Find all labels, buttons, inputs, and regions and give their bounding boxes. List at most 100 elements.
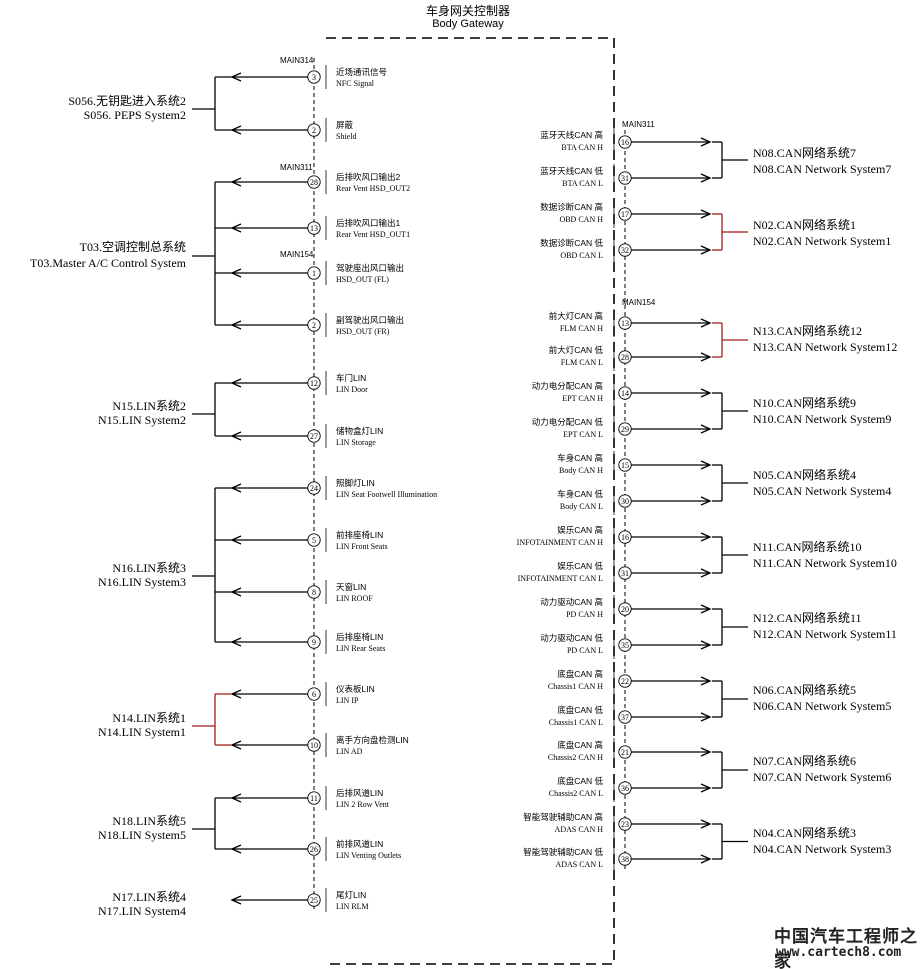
right-pin-5-circle xyxy=(618,350,632,364)
right-system-1-label-cn: N02.CAN网络系统1 xyxy=(753,217,856,232)
connector-main311-right-label: MAIN311 xyxy=(622,120,655,129)
left-system-3-label-cn: N16.LIN系统3 xyxy=(112,561,186,575)
left-pin-12-number: 6 xyxy=(312,690,316,699)
right-pin-7-label-en: EPT CAN L xyxy=(563,430,603,439)
left-pin-1-label-en: Shield xyxy=(336,132,356,141)
right-pin-13-label-en: PD CAN L xyxy=(567,646,603,655)
right-pin-3-arrow xyxy=(700,245,712,255)
left-pin-15-number: 26 xyxy=(310,845,318,854)
right-pin-2-label-en: OBD CAN H xyxy=(559,215,603,224)
connector-main154-right-label: MAIN154 xyxy=(622,298,656,307)
right-pin-14-arrow xyxy=(700,676,712,686)
left-pin-12-circle xyxy=(307,687,321,701)
left-pin-9-circle xyxy=(307,533,321,547)
left-pin-6-label-cn: 车门LIN xyxy=(336,373,366,383)
right-pin-16-arrow xyxy=(700,747,712,757)
left-pin-7-number: 27 xyxy=(310,432,318,441)
right-pin-15-label-cn: 底盘CAN 低 xyxy=(557,705,603,715)
right-pin-0-circle xyxy=(618,135,632,149)
right-pin-10-arrow xyxy=(700,532,712,542)
right-pin-14-number: 22 xyxy=(621,677,629,686)
left-pin-6-circle xyxy=(307,376,321,390)
left-pin-9-number: 5 xyxy=(312,536,316,545)
left-system-6-label-cn: N17.LIN系统4 xyxy=(112,890,186,904)
right-pin-5-label-cn: 前大灯CAN 低 xyxy=(549,345,604,355)
connector-main154-left-label: MAIN154 xyxy=(280,250,314,259)
left-system-1-label-en: T03.Master A/C Control System xyxy=(30,256,187,270)
left-pin-7-circle xyxy=(307,429,321,443)
right-pin-10-circle xyxy=(618,530,632,544)
right-pin-2-circle xyxy=(618,207,632,221)
left-pin-15-circle xyxy=(307,842,321,856)
right-system-3-label-en: N10.CAN Network System9 xyxy=(753,412,891,426)
right-pin-5-number: 28 xyxy=(621,353,629,362)
right-pin-11-label-en: INFOTAINMENT CAN L xyxy=(518,574,604,583)
right-system-0-label-en: N08.CAN Network System7 xyxy=(753,162,891,176)
right-pin-3-label-en: OBD CAN L xyxy=(560,251,603,260)
right-pin-8-label-en: Body CAN H xyxy=(559,466,603,475)
left-pin-14-label-en: LIN 2 Row Vent xyxy=(336,800,390,809)
left-system-0-label-en: S056. PEPS System2 xyxy=(84,108,186,122)
right-pin-18-circle xyxy=(618,817,632,831)
right-system-2-label-en: N13.CAN Network System12 xyxy=(753,340,897,354)
left-pin-3-circle xyxy=(307,221,321,235)
right-system-7-label-cn: N06.CAN网络系统5 xyxy=(753,682,856,697)
left-pin-13-number: 10 xyxy=(310,741,318,750)
left-pin-15-label-en: LIN Venting Outlets xyxy=(336,851,401,860)
left-pin-16-circle xyxy=(307,893,321,907)
left-system-4-label-cn: N14.LIN系统1 xyxy=(112,711,186,725)
connector-main314-label: MAIN314 xyxy=(280,56,314,65)
right-pin-9-label-en: Body CAN L xyxy=(560,502,603,511)
right-pin-4-number: 13 xyxy=(621,319,629,328)
left-pin-16-number: 25 xyxy=(310,896,318,905)
left-pin-5-label-en: HSD_OUT (FR) xyxy=(336,327,390,336)
right-pin-16-number: 21 xyxy=(621,748,629,757)
right-pin-4-label-en: FLM CAN H xyxy=(560,324,603,333)
right-pin-10-label-en: INFOTAINMENT CAN H xyxy=(517,538,604,547)
right-pin-17-circle xyxy=(618,781,632,795)
left-pin-12-label-cn: 仪表板LIN xyxy=(336,684,375,694)
left-pin-6-label-en: LIN Door xyxy=(336,385,368,394)
left-pin-13-label-cn: 离手方向盘检测LIN xyxy=(336,735,409,745)
left-pin-10-circle xyxy=(307,585,321,599)
left-pin-10-number: 8 xyxy=(312,588,316,597)
left-pin-5-label-cn: 副驾驶出风口输出 xyxy=(336,315,404,325)
right-pin-9-label-cn: 车身CAN 低 xyxy=(557,489,603,499)
left-pin-9-label-en: LIN Front Seats xyxy=(336,542,388,551)
left-pin-7-label-en: LIN Storage xyxy=(336,438,376,447)
left-pin-16-label-en: LIN RLM xyxy=(336,902,369,911)
right-pin-14-circle xyxy=(618,674,632,688)
right-pin-15-label-en: Chassis1 CAN L xyxy=(549,718,603,727)
right-pin-17-label-cn: 底盘CAN 低 xyxy=(557,776,603,786)
right-pin-6-label-en: EPT CAN H xyxy=(562,394,603,403)
left-pin-3-label-en: Rear Vent HSD_OUT1 xyxy=(336,230,410,239)
left-pin-0-number: 3 xyxy=(312,73,316,82)
left-pin-3-label-cn: 后排吹风口输出1 xyxy=(336,218,401,228)
right-pin-16-label-en: Chassis2 CAN H xyxy=(548,753,603,762)
right-system-2-label-cn: N13.CAN网络系统12 xyxy=(753,323,862,338)
right-system-0-label-cn: N08.CAN网络系统7 xyxy=(753,145,856,160)
left-pin-2-label-cn: 后排吹风口输出2 xyxy=(336,172,401,182)
left-pin-9-label-cn: 前排座椅LIN xyxy=(336,530,383,540)
right-pin-1-label-cn: 蓝牙天线CAN 低 xyxy=(540,166,603,176)
right-pin-18-label-en: ADAS CAN H xyxy=(555,825,604,834)
right-pin-11-circle xyxy=(618,566,632,580)
left-pin-13-label-en: LIN AD xyxy=(336,747,363,756)
left-pin-11-label-en: LIN Rear Seats xyxy=(336,644,385,653)
left-pin-7-label-cn: 储物盒灯LIN xyxy=(336,426,383,436)
left-system-5-label-cn: N18.LIN系统5 xyxy=(112,814,186,828)
right-pin-15-number: 37 xyxy=(621,713,629,722)
left-pin-10-label-en: LIN ROOF xyxy=(336,594,373,603)
left-pin-14-label-cn: 后排风道LIN xyxy=(336,788,383,798)
left-pin-8-circle xyxy=(307,481,321,495)
left-pin-0-label-cn: 近场通讯信号 xyxy=(336,67,387,77)
right-pin-13-number: 35 xyxy=(621,641,629,650)
right-pin-13-circle xyxy=(618,638,632,652)
right-pin-0-number: 16 xyxy=(621,138,629,147)
right-pin-10-label-cn: 娱乐CAN 高 xyxy=(557,525,603,535)
left-pin-1-label-cn: 屏蔽 xyxy=(336,120,354,130)
right-pin-17-arrow xyxy=(700,783,712,793)
right-system-5-label-cn: N11.CAN网络系统10 xyxy=(753,539,862,554)
